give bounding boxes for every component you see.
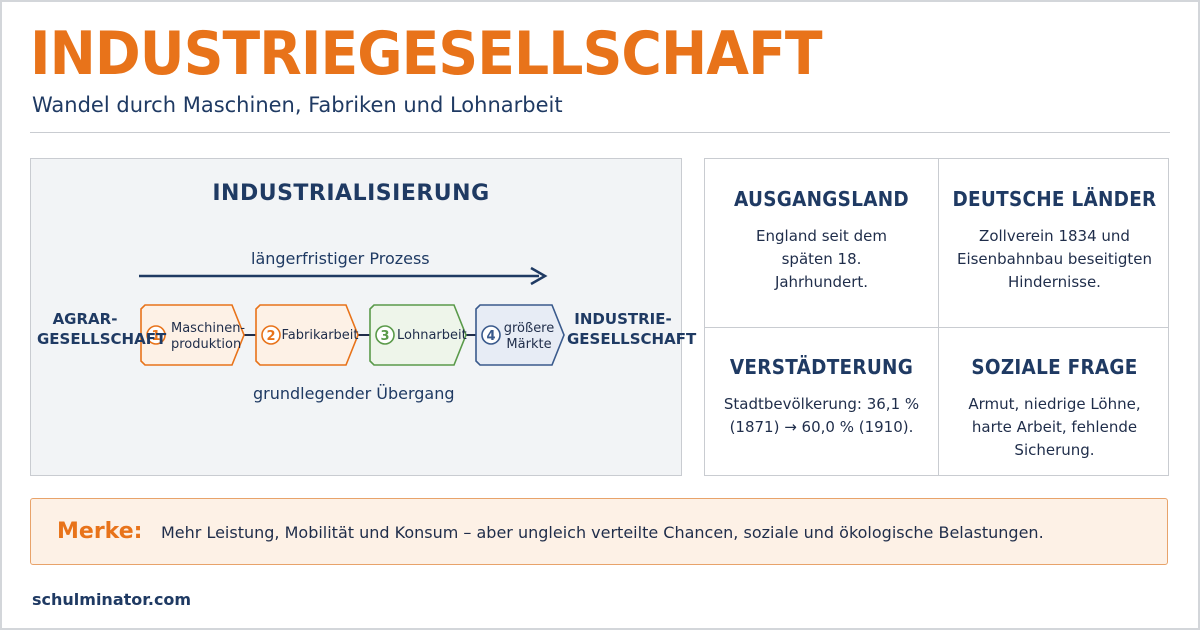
grid-vertical-divider	[938, 159, 939, 475]
step-2-shape	[255, 304, 359, 366]
step-4-number: 4	[486, 329, 495, 344]
step-1-line2: produktion	[171, 337, 242, 352]
agrargesellschaft-label: AGRAR- GESELLSCHAFT	[37, 309, 167, 349]
step-1-number: 1	[151, 329, 160, 344]
process-flow: 1 2 3 4	[139, 266, 565, 366]
industrie-line2: GESELLSCHAFT	[567, 330, 697, 348]
bottom-label: grundlegender Übergang	[253, 384, 455, 403]
fact-text: Stadtbevölkerung: 36,1 % (1871) → 60,0 %…	[723, 395, 920, 436]
step-4-label: größere Märkte	[503, 321, 555, 353]
step-3-line1: Lohnarbeit	[397, 328, 467, 343]
step-2-label: Fabrikarbeit	[281, 328, 359, 344]
step-1-number-circle	[146, 325, 166, 345]
step-1-line1: Maschinen-	[171, 321, 246, 336]
fact-verstaedterung: VERSTÄDTERUNG Stadtbevölkerung: 36,1 % (…	[705, 355, 938, 439]
merke-text: Mehr Leistung, Mobilität und Konsum – ab…	[161, 523, 1044, 542]
arrow-label: längerfristiger Prozess	[251, 249, 430, 268]
fact-text: England seit dem späten 18. Jahrhundert.	[756, 227, 887, 291]
step-3-label: Lohnarbeit	[397, 328, 467, 344]
industrialisierung-panel: INDUSTRIALISIERUNG längerfristiger Proze…	[30, 158, 697, 476]
fact-text: Armut, niedrige Löhne, harte Arbeit, feh…	[968, 395, 1141, 459]
agrar-line1: AGRAR-	[52, 310, 118, 328]
step-2-line1: Fabrikarbeit	[281, 328, 359, 343]
industrie-line1: INDUSTRIE-	[574, 310, 672, 328]
merke-box: Merke: Mehr Leistung, Mobilität und Kons…	[30, 498, 1168, 565]
agrar-line2: GESELLSCHAFT	[37, 330, 167, 348]
fact-deutsche-laender: DEUTSCHE LÄNDER Zollverein 1834 und Eise…	[938, 187, 1171, 294]
fact-heading: AUSGANGSLAND	[734, 187, 909, 211]
step-3-number: 3	[380, 329, 389, 344]
process-arrow-head	[530, 266, 548, 286]
diagram-title: INDUSTRIALISIERUNG	[212, 181, 490, 206]
fact-ausgangsland: AUSGANGSLAND England seit dem späten 18.…	[705, 187, 938, 294]
step-4-number-circle	[481, 325, 501, 345]
step-3-shape	[369, 304, 467, 366]
merke-label: Merke:	[57, 519, 143, 544]
grid-horizontal-divider	[705, 327, 1168, 328]
facts-grid: AUSGANGSLAND England seit dem späten 18.…	[704, 158, 1169, 476]
header-divider	[30, 132, 1170, 133]
step-3-number-circle	[375, 325, 395, 345]
step-1-label: Maschinen- produktion	[171, 321, 246, 353]
step-2-number: 2	[266, 329, 275, 344]
fact-heading: SOZIALE FRAGE	[971, 355, 1138, 379]
page-title: INDUSTRIEGESELLSCHAFT	[30, 19, 823, 89]
step-4-line1: größere	[503, 321, 555, 336]
step-4-line2: Märkte	[506, 337, 552, 352]
fact-soziale-frage: SOZIALE FRAGE Armut, niedrige Löhne, har…	[938, 355, 1171, 462]
step-1-shape	[140, 304, 245, 366]
industriegesellschaft-label: INDUSTRIE- GESELLSCHAFT	[567, 309, 697, 349]
page-subtitle: Wandel durch Maschinen, Fabriken und Loh…	[32, 93, 563, 117]
footer-site: schulminator.com	[32, 590, 192, 609]
fact-heading: DEUTSCHE LÄNDER	[952, 187, 1157, 211]
step-4-shape	[475, 304, 565, 366]
fact-heading: VERSTÄDTERUNG	[729, 355, 914, 379]
step-2-number-circle	[261, 325, 281, 345]
fact-text: Zollverein 1834 und Eisenbahnbau beseiti…	[956, 227, 1153, 291]
